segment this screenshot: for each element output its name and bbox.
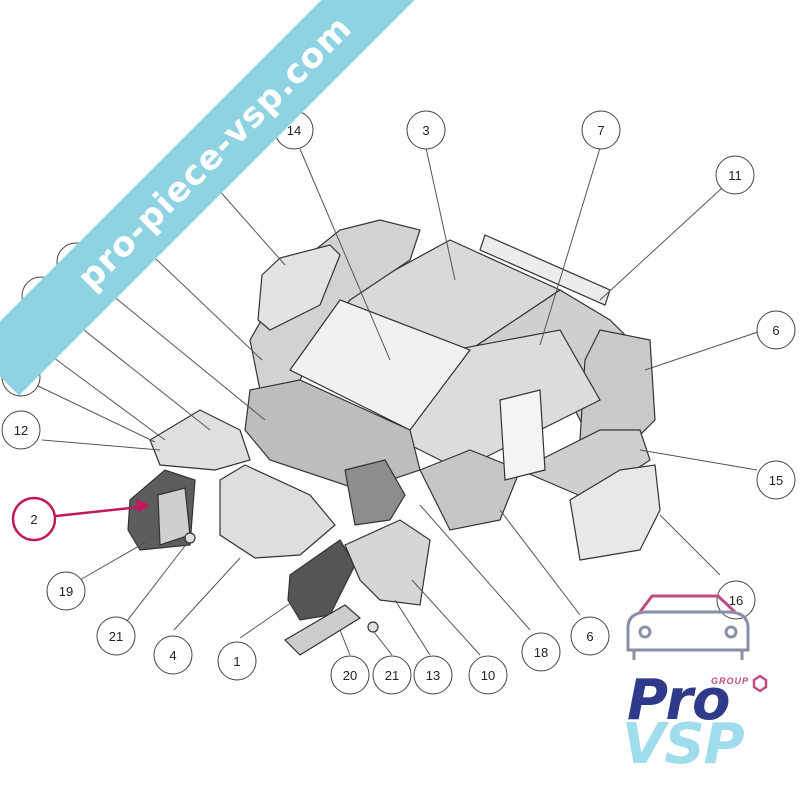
logo-car-icon xyxy=(626,594,768,693)
callout-19: 19 xyxy=(46,571,86,611)
logo-pro-text: Pro xyxy=(627,668,730,733)
callout-label: 18 xyxy=(534,645,548,660)
callout-label: 21 xyxy=(385,668,399,683)
callout-11: 11 xyxy=(715,155,755,195)
callout-label: 21 xyxy=(109,629,123,644)
callout-2: 2 xyxy=(11,496,57,542)
callout-label: 11 xyxy=(728,168,742,183)
callout-20: 20 xyxy=(330,655,370,695)
callout-21: 21 xyxy=(96,616,136,656)
callout-16: 16 xyxy=(716,580,756,620)
callout-18: 18 xyxy=(521,632,561,672)
callout-label: 2 xyxy=(30,512,37,527)
callout-label: 1 xyxy=(233,654,240,669)
callout-label: 10 xyxy=(481,668,495,683)
callout-21: 21 xyxy=(372,655,412,695)
vehicle-body-shell xyxy=(244,219,656,531)
loose-parts xyxy=(127,244,661,656)
logo-vsp-text: VSP xyxy=(622,712,745,777)
callout-label: 12 xyxy=(14,423,28,438)
callout-label: 4 xyxy=(169,648,176,663)
callout-4: 4 xyxy=(153,635,193,675)
callout-label: 19 xyxy=(59,584,73,599)
callout-label: 15 xyxy=(769,473,783,488)
highlight-arrow xyxy=(55,499,150,518)
callout-label: 16 xyxy=(729,593,743,608)
callout-label: 6 xyxy=(586,629,593,644)
callout-6: 6 xyxy=(570,616,610,656)
callout-15: 15 xyxy=(756,460,796,500)
callout-label: 3 xyxy=(422,123,429,138)
callout-6: 6 xyxy=(756,310,796,350)
callout-10: 10 xyxy=(468,655,508,695)
leader-lines xyxy=(37,147,765,656)
callout-label: 20 xyxy=(343,668,357,683)
callout-label: 6 xyxy=(772,323,779,338)
logo-group-label: GROUP xyxy=(710,676,749,686)
callout-label: 7 xyxy=(597,123,604,138)
callout-label: 13 xyxy=(426,668,440,683)
callout-label: 14 xyxy=(287,123,301,138)
callout-3: 3 xyxy=(406,110,446,150)
callout-13: 13 xyxy=(413,655,453,695)
callout-12: 12 xyxy=(1,410,41,450)
callout-7: 7 xyxy=(581,110,621,150)
callout-1: 1 xyxy=(217,641,257,681)
